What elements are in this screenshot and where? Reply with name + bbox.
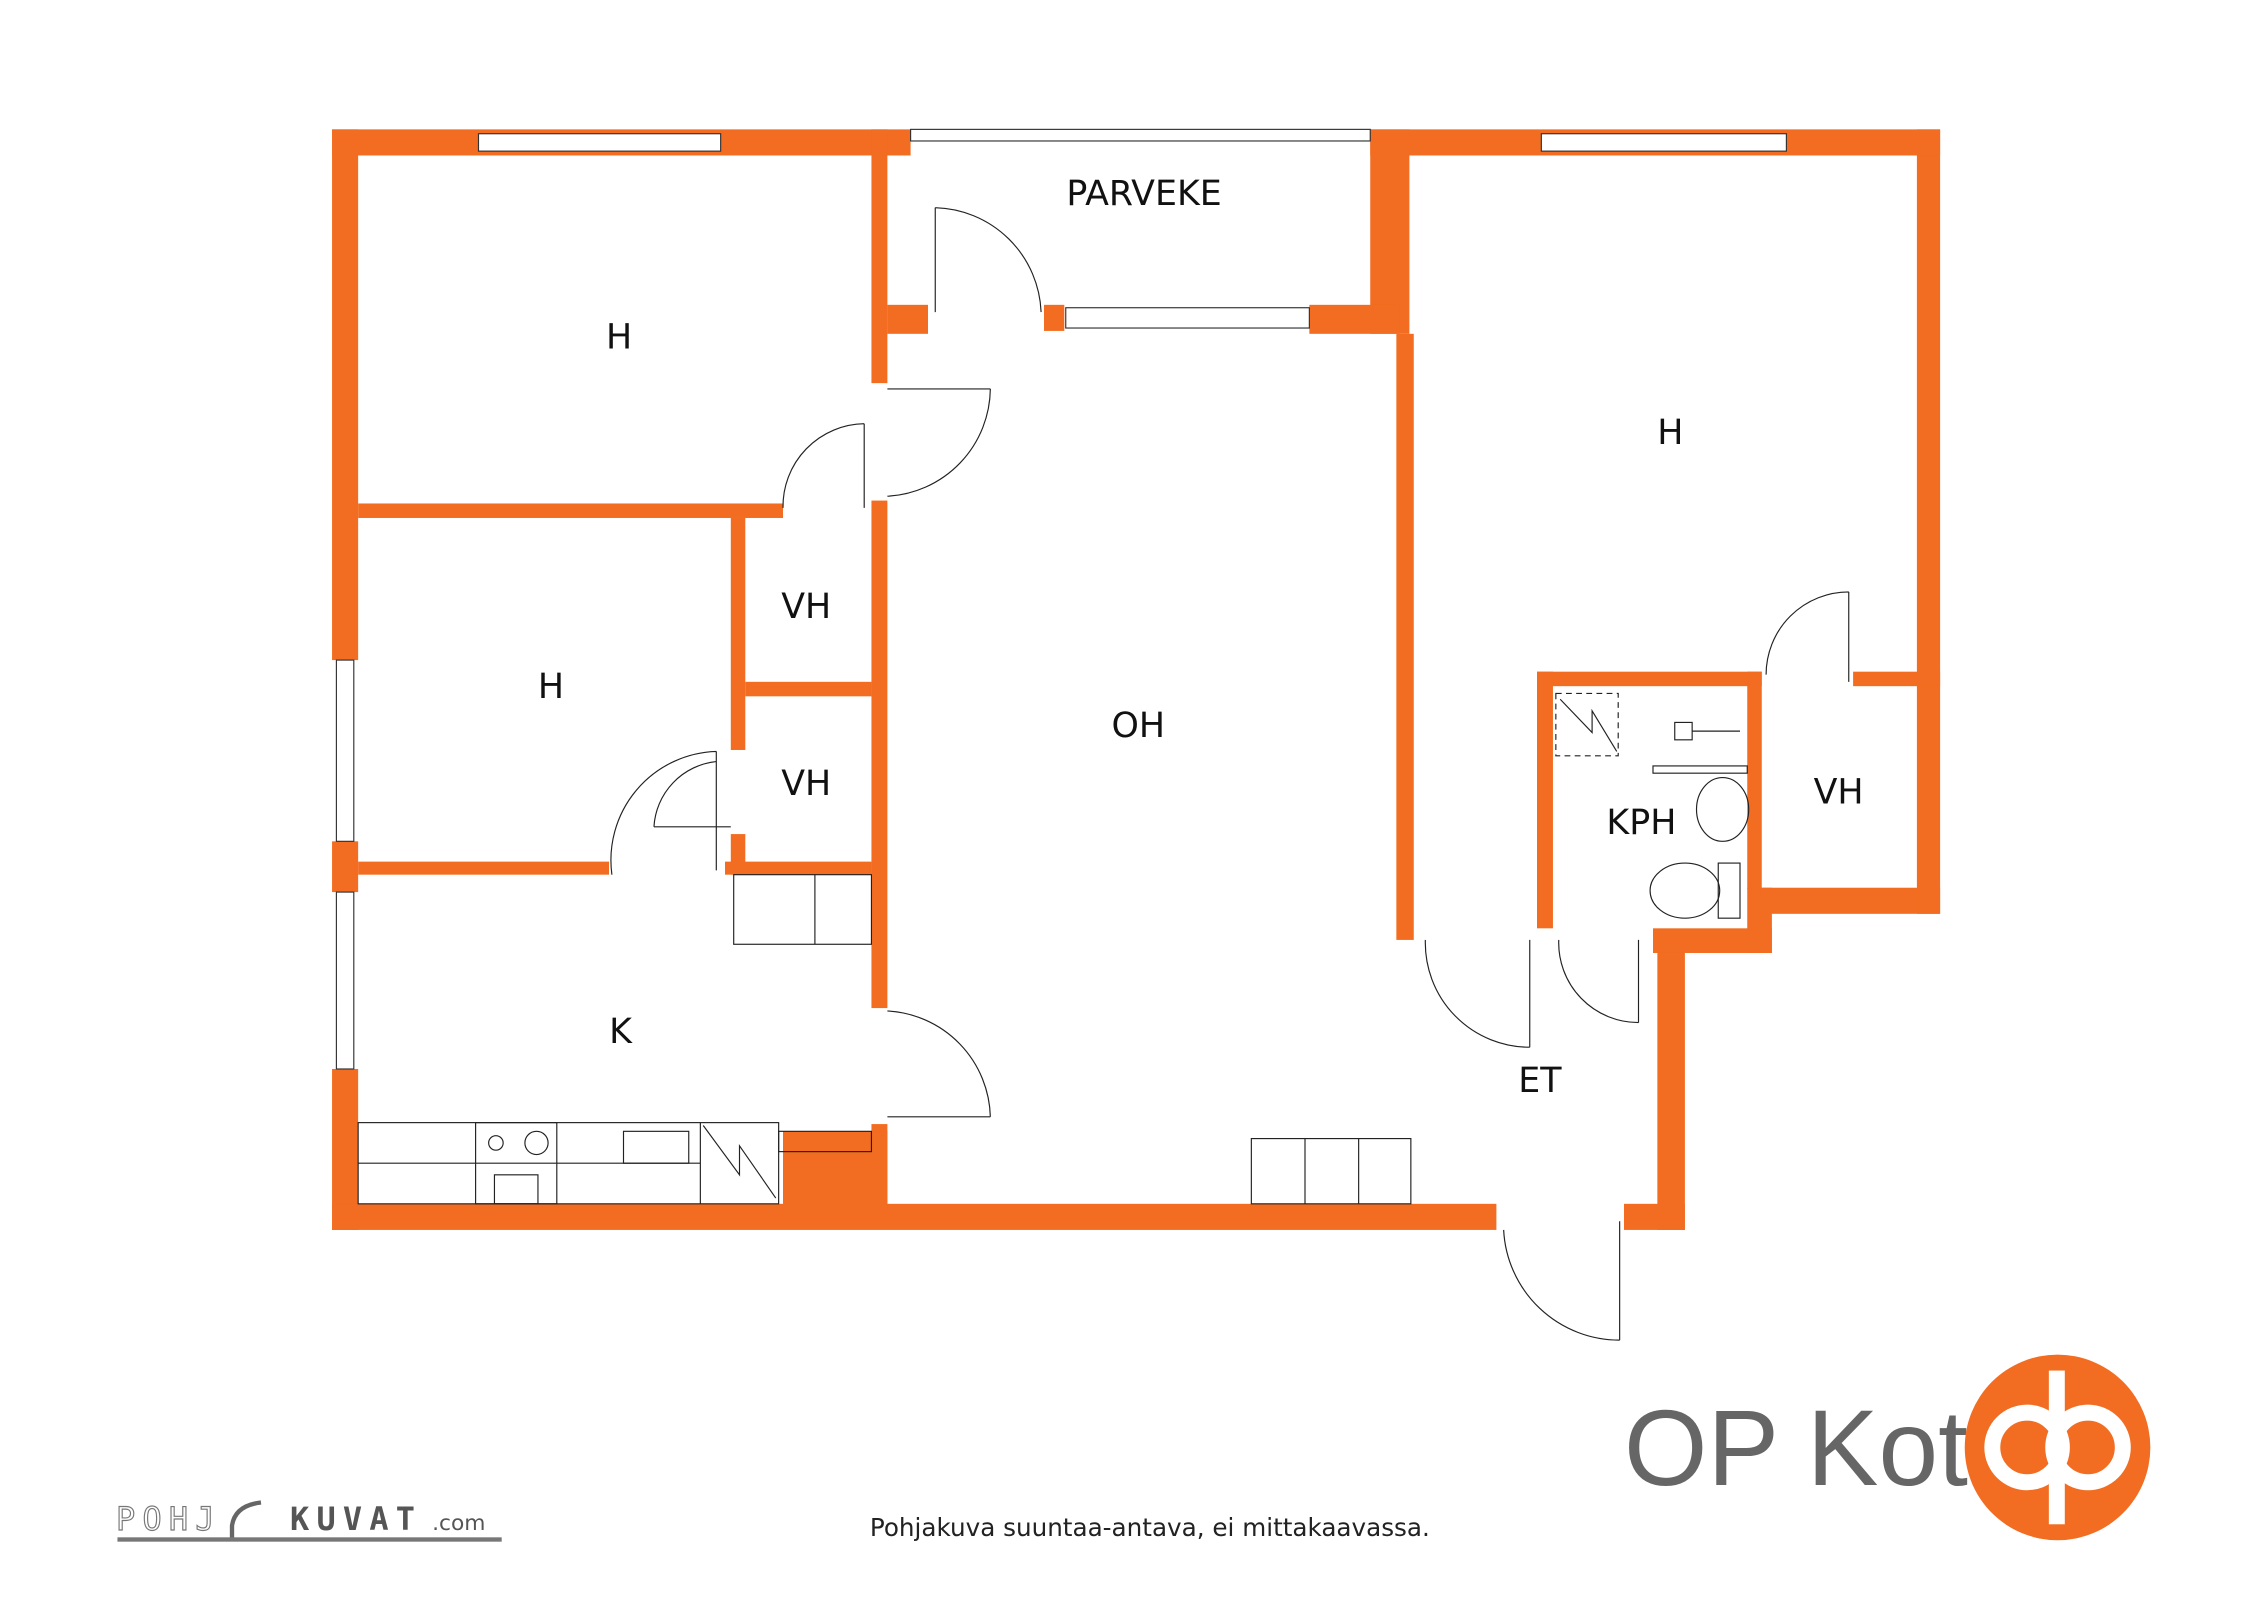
disclaimer: Pohjakuva suuntaa-antava, ei mittakaavas… (870, 1513, 1430, 1542)
room-label-closet: VH (781, 587, 831, 627)
room-label-bedroom: H (538, 667, 564, 707)
op-logo-icon (1964, 1354, 2151, 1541)
room-label-bedroom: H (1657, 413, 1683, 453)
room-label-closet: VH (1814, 773, 1864, 813)
brand-name: OP Koti (1624, 1388, 1992, 1508)
walls (332, 129, 1941, 1230)
room-label-living-room: OH (1111, 706, 1165, 746)
room-label-closet: VH (781, 764, 831, 804)
pohjakuvat-logo: POHJ KUVAT .com (115, 1499, 502, 1542)
room-label-bedroom: H (606, 317, 632, 357)
svg-text:.com: .com (432, 1511, 485, 1536)
room-label-kitchen: K (609, 1012, 633, 1052)
svg-text:POHJ: POHJ (116, 1500, 222, 1538)
doors (610, 207, 1850, 1341)
room-label-bathroom: KPH (1606, 803, 1676, 843)
room-label-entrance: ET (1518, 1061, 1562, 1101)
windows (335, 128, 1787, 1070)
fixtures (357, 692, 1750, 1205)
svg-text:KUVAT: KUVAT (290, 1500, 422, 1538)
room-label-balcony: PARVEKE (1066, 174, 1221, 214)
